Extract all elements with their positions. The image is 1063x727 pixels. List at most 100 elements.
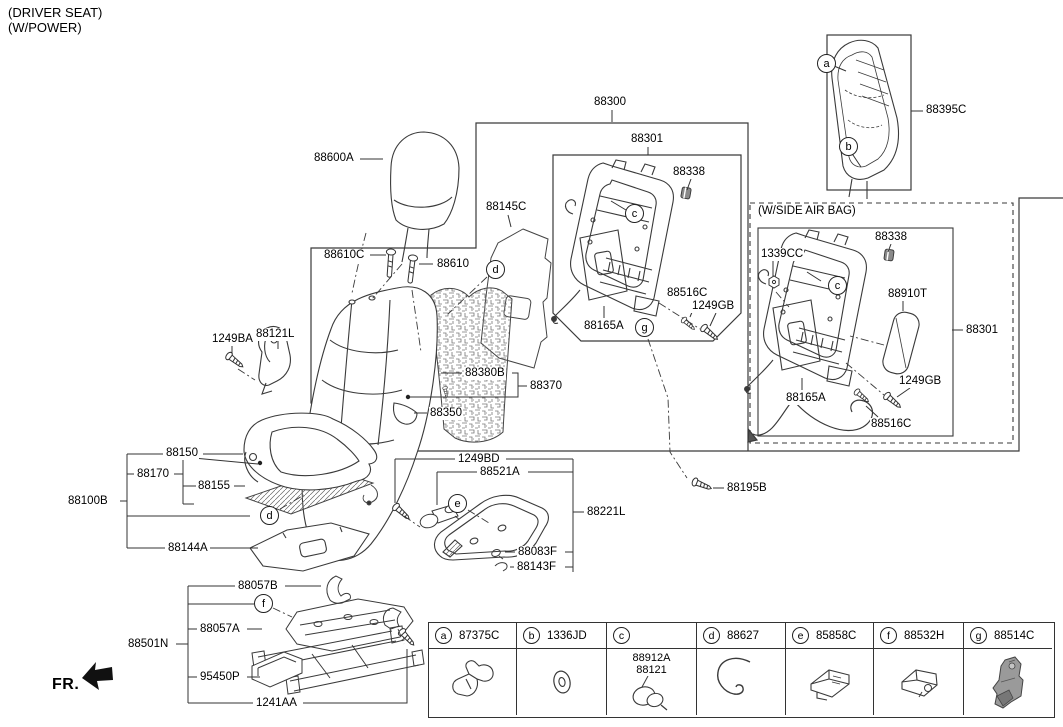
legend-glyph-cell-a (429, 649, 517, 715)
legend-label-88121: 88121 (636, 664, 667, 676)
part-label-88150: 88150 (165, 447, 199, 460)
legend-code-a: 87375C (459, 629, 500, 642)
knob-88121-icon (632, 676, 668, 711)
part-label-1249gb-airbag: 1249GB (898, 375, 943, 388)
legend-marker-d: d (703, 627, 720, 644)
part-label-88121l: 88121L (255, 328, 296, 341)
legend-header-c: c (607, 623, 697, 649)
part-label-88600a: 88600A (313, 152, 355, 165)
part-label-88516c-main: 88516C (666, 287, 709, 300)
marker-d-back: d (486, 260, 505, 279)
marker-c-main: c (625, 204, 644, 223)
part-label-88610: 88610 (436, 258, 470, 271)
legend-header-g: g 88514C (964, 623, 1052, 649)
fr-label: FR. (52, 676, 80, 693)
part-label-1249bd: 1249BD (457, 453, 501, 466)
part-label-88516c-airbag: 88516C (870, 418, 913, 431)
part-label-1339cc: 1339CC (760, 248, 805, 261)
legend-glyph-cell-f (874, 649, 964, 715)
legend-header-e: e 85858C (786, 623, 874, 649)
marker-e: e (448, 494, 467, 513)
frame-box-airbag (757, 227, 954, 437)
group-boxes (310, 34, 1063, 452)
clip-85858c-icon (809, 669, 850, 701)
part-label-88521a: 88521A (479, 466, 521, 479)
marker-b: b (839, 137, 858, 156)
ecu-drawing (251, 651, 303, 688)
part-label-88301-airbag: 88301 (965, 324, 999, 337)
bracket-88057b-glyph (326, 575, 351, 604)
legend-header-a: a 87375C (429, 623, 517, 649)
part-label-1249gb-main: 1249GB (691, 300, 736, 313)
part-label-88501n: 88501N (127, 638, 170, 651)
marker-a: a (817, 54, 836, 73)
connector-88532h-icon (900, 669, 938, 698)
part-label-88165a-airbag: 88165A (785, 392, 827, 405)
cushion-cover-drawing (243, 412, 378, 491)
part-label-88145c: 88145C (485, 201, 528, 214)
part-label-88338-airbag: 88338 (874, 231, 908, 244)
side-airbag-dashed-box (749, 202, 1014, 444)
legend-code-g: 88514C (994, 629, 1035, 642)
bracket-88057a-glyph (382, 607, 402, 630)
legend-marker-c: c (613, 627, 630, 644)
legend-code-e: 85858C (816, 629, 857, 642)
grommet-1336jd-icon (552, 670, 571, 694)
legend-label-88912a: 88912A (632, 652, 671, 664)
legend-code-b: 1336JD (547, 629, 587, 642)
legend-marker-f: f (880, 627, 897, 644)
part-label-88301-main: 88301 (630, 133, 664, 146)
reference-lines (237, 232, 885, 645)
fr-direction-arrow (82, 662, 113, 690)
part-label-88100b: 88100B (67, 495, 109, 508)
legend-marker-a: a (435, 627, 452, 644)
title-line2: (W/POWER) (8, 20, 82, 36)
legend-marker-b: b (523, 627, 540, 644)
page-title: (DRIVER SEAT)(W/POWER) (8, 5, 102, 36)
legend-glyph-cell-c: 88912A 88121 (607, 649, 697, 715)
back-board-box (826, 34, 912, 191)
legend-code-d: 88627 (727, 629, 759, 642)
title-line1: (DRIVER SEAT) (8, 5, 103, 20)
part-label-95450p: 95450P (199, 671, 241, 684)
nut-1339cc-glyph (768, 275, 780, 289)
part-label-88165a-main: 88165A (583, 320, 625, 333)
legend-header-f: f 88532H (874, 623, 964, 649)
marker-c-airbag: c (828, 276, 847, 295)
airbag-module-drawing (882, 311, 920, 375)
cushion-protector-drawing (249, 522, 370, 572)
wire-hook-88627-icon (717, 657, 751, 695)
part-label-88170: 88170 (136, 468, 170, 481)
part-label-1249ba: 1249BA (211, 333, 254, 346)
part-label-88143f: 88143F (516, 561, 558, 574)
legend-header-b: b 1336JD (517, 623, 607, 649)
part-label-88057a: 88057A (199, 623, 241, 636)
marker-g: g (635, 318, 654, 337)
headrest-guide-pin2 (404, 253, 419, 285)
legend-glyph-cell-e (786, 649, 874, 715)
legend-marker-e: e (792, 627, 809, 644)
part-label-88083f: 88083F (517, 546, 559, 559)
part-label-88350: 88350 (429, 407, 463, 420)
seatback-frame-drawing (551, 159, 674, 325)
marker-d-cushion: d (260, 506, 279, 525)
part-label-88195b: 88195B (726, 482, 768, 495)
part-label-88380b: 88380B (464, 367, 506, 380)
legend-table: a 87375C b 1336JD c d 88627 e 85858C f 88532H… (428, 622, 1055, 718)
frame-box-main (552, 154, 742, 342)
part-label-88155: 88155 (197, 480, 231, 493)
side-airbag-section-label: (W/SIDE AIR BAG) (757, 205, 857, 218)
back-board-drawing (831, 39, 900, 199)
part-label-88610c: 88610C (323, 249, 366, 262)
part-label-88395c: 88395C (925, 104, 968, 117)
clip-glyphs (491, 549, 508, 572)
legend-code-f: 88532H (904, 629, 945, 642)
part-label-88300: 88300 (593, 96, 627, 109)
legend-glyph-cell-b (517, 649, 607, 715)
legend-glyph-cell-d (697, 649, 786, 715)
part-label-88144a: 88144A (167, 542, 209, 555)
part-label-88057b: 88057B (237, 580, 279, 593)
legend-marker-g: g (970, 627, 987, 644)
